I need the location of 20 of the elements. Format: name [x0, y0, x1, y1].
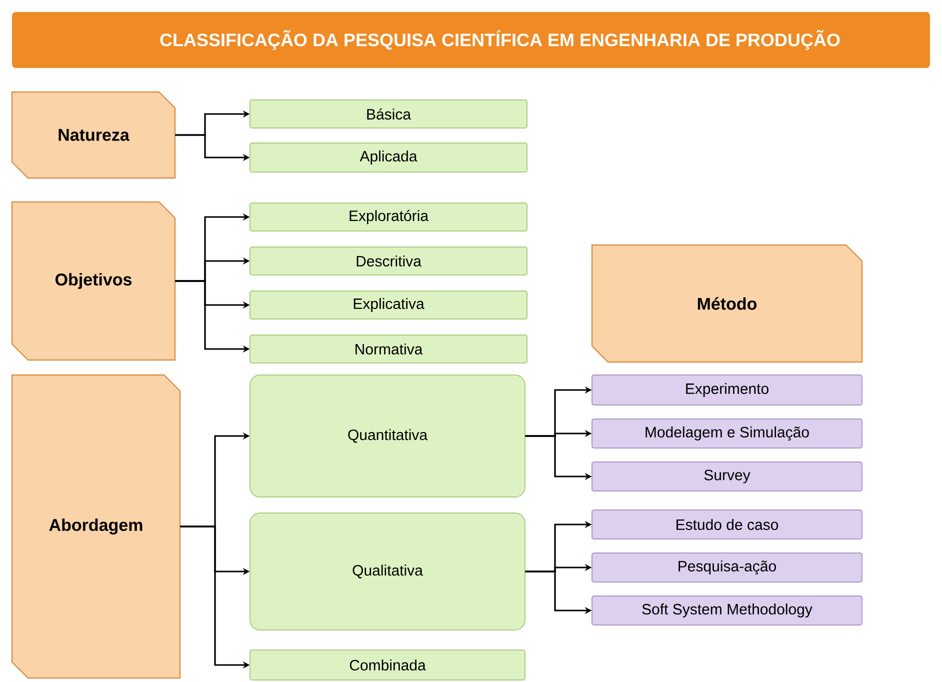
subcategory-box: Descritiva — [250, 246, 528, 276]
method-box: Pesquisa-ação — [592, 552, 862, 582]
subcategory-box: Aplicada — [250, 142, 528, 172]
method-box: Experimento — [592, 374, 862, 406]
method-box: Estudo de caso — [592, 510, 862, 540]
subcategory-box: Exploratória — [250, 202, 528, 232]
category-box: Método — [591, 244, 863, 363]
category-box: Natureza — [11, 91, 176, 179]
approach-box: Qualitativa — [250, 512, 526, 630]
subcategory-box: Combinada — [250, 650, 526, 680]
method-box: Modelagem e Simulação — [592, 418, 862, 448]
method-box: Survey — [592, 462, 862, 492]
category-box: Abordagem — [11, 374, 181, 679]
method-box: Soft System Methodology — [592, 596, 862, 626]
subcategory-box: Básica — [250, 100, 528, 128]
approach-box: Quantitativa — [250, 374, 526, 498]
subcategory-box: Explicativa — [250, 290, 528, 320]
subcategory-box: Normativa — [250, 334, 528, 364]
title-banner: CLASSIFICAÇÃO DA PESQUISA CIENTÍFICA EM ENGENHARIA DE PRODUÇÃO — [12, 12, 930, 68]
category-box: Objetivos — [11, 201, 176, 361]
